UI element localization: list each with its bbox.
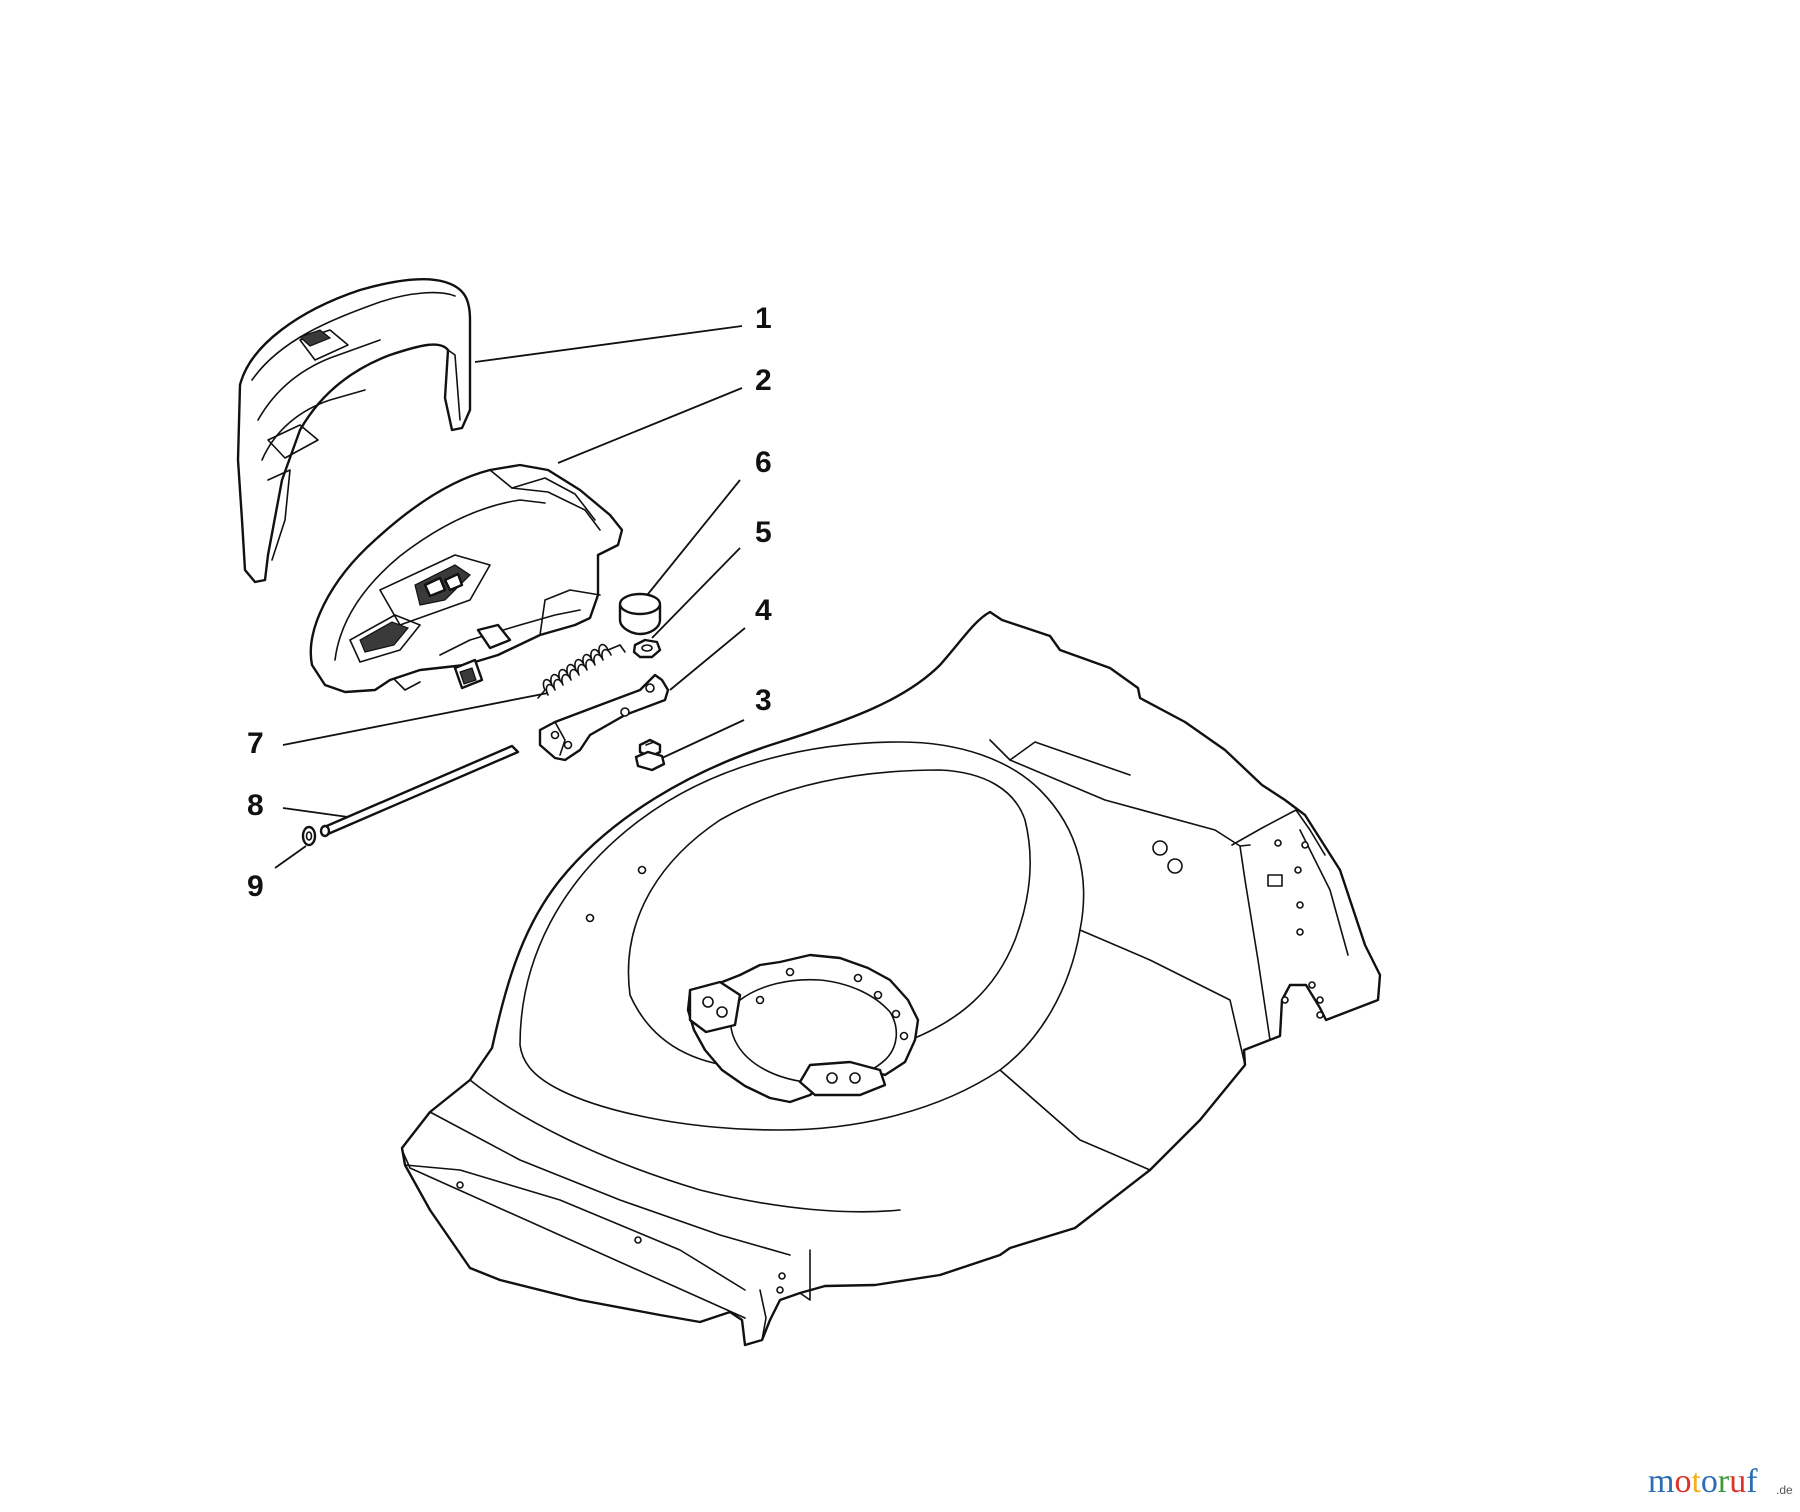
leader-lines — [274, 325, 746, 869]
leader-2 — [557, 387, 743, 464]
callout-4: 4 — [755, 594, 772, 627]
part-5-nut — [632, 638, 662, 659]
mower-deck — [400, 610, 1382, 1347]
part-4-lever-plate — [538, 673, 670, 762]
leader-1 — [474, 325, 743, 363]
leader-9 — [274, 845, 307, 869]
part-8-rod — [319, 744, 520, 838]
leader-4 — [669, 627, 746, 691]
watermark-letter: o — [1701, 1463, 1718, 1500]
watermark-letter: r — [1718, 1463, 1730, 1500]
callout-8: 8 — [247, 789, 264, 822]
callout-1: 1 — [755, 302, 772, 335]
watermark-letter: t — [1691, 1463, 1701, 1500]
part-1-rear-flap — [236, 277, 472, 584]
svg-text:motoruf: motoruf — [1648, 1463, 1758, 1500]
leader-3 — [661, 719, 745, 759]
part-7-spring — [537, 643, 626, 699]
watermark-letter: m — [1648, 1463, 1674, 1500]
callout-6: 6 — [755, 446, 772, 479]
part-9-washer — [301, 825, 317, 847]
leader-7 — [282, 692, 549, 746]
callout-7: 7 — [247, 727, 264, 760]
watermark-letter: f — [1746, 1463, 1758, 1500]
part-6-cap — [618, 592, 662, 636]
callout-labels: 1 2 6 5 4 3 7 8 9 — [247, 302, 772, 903]
callout-2: 2 — [755, 364, 772, 397]
watermark-letter: o — [1674, 1463, 1691, 1500]
callout-9: 9 — [247, 870, 264, 903]
callout-5: 5 — [755, 516, 772, 549]
leader-8 — [282, 807, 349, 818]
callout-3: 3 — [755, 684, 772, 717]
part-3-bolt — [634, 738, 666, 772]
watermark-suffix: .de — [1776, 1483, 1793, 1497]
motoruf-watermark: motoruf .de — [1648, 1463, 1793, 1500]
leader-5 — [651, 547, 741, 639]
leader-6 — [647, 479, 741, 595]
part-2-guard-housing — [309, 463, 624, 694]
watermark-letter: u — [1729, 1463, 1746, 1500]
